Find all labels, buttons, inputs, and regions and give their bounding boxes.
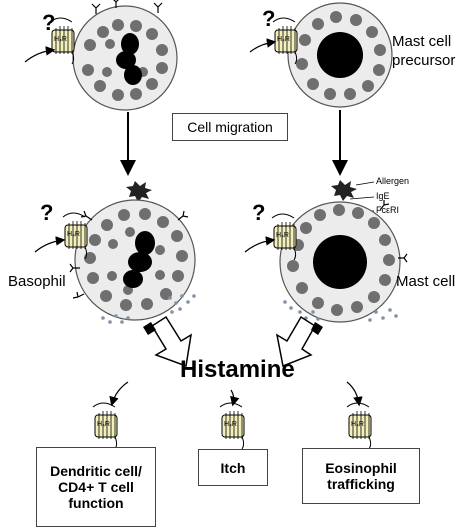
ige-pointer [349, 196, 375, 200]
question-mark: ? [252, 200, 266, 225]
question-arrow [244, 236, 276, 253]
h4r-label: H₄R [97, 421, 110, 428]
basophil-label: Basophil [8, 273, 66, 290]
h4r-receptor-icon [346, 402, 372, 450]
question-mark: ? [42, 10, 56, 35]
dendritic-cell-outcome-box: Dendritic cell/ CD4+ T cell function [36, 447, 156, 527]
question-arrow [24, 46, 56, 63]
cell-migration-label: Cell migration [172, 113, 288, 141]
question-arrow [34, 236, 66, 253]
histamine-arrow-right [346, 381, 363, 407]
h4r-label: H₄R [54, 36, 67, 43]
basophil-cell [69, 199, 196, 324]
mast-cell-label: Mast cell [396, 273, 456, 290]
itch-outcome-box: Itch [198, 449, 268, 486]
allergen-star-left [126, 181, 152, 202]
h4r-label: H₄R [351, 421, 364, 428]
block-arrow-right [275, 315, 323, 368]
h4r-label: H₄R [277, 36, 290, 43]
histamine-arrow-left [109, 381, 129, 407]
h4r-receptor-icon [219, 402, 245, 450]
allergen-pointer [355, 181, 375, 186]
question-mark: ? [40, 200, 54, 225]
histamine-arrow-middle [230, 389, 240, 407]
ige-label: IgE [376, 191, 390, 201]
h4r-label: H₄R [276, 232, 289, 239]
allergen-label: Allergen [376, 176, 410, 186]
h4r-receptor-icon [62, 212, 88, 260]
surface-receptors [91, 0, 163, 14]
question-mark: ? [262, 6, 276, 31]
histamine-title: Histamine [180, 356, 295, 383]
eosinophil-outcome-box: Eosinophil trafficking [302, 448, 420, 504]
basophil-precursor-cell [72, 0, 178, 111]
h4r-receptor-icon [49, 17, 75, 65]
granules [82, 19, 168, 101]
h4r-receptor-icon [272, 17, 298, 65]
allergen-star-right [331, 180, 357, 201]
h4r-label: H₄R [224, 421, 237, 428]
mast-cell-precursor-label: Mast cell precursor [392, 33, 456, 69]
mast-cell [279, 200, 408, 323]
h4r-label: H₄R [67, 231, 80, 238]
block-arrow-left [143, 315, 192, 368]
question-arrow [249, 38, 277, 53]
nucleus [116, 33, 142, 85]
nucleus [317, 32, 363, 78]
fceri-label: FcεRI [376, 205, 400, 215]
mast-cell-precursor [287, 2, 393, 108]
h4r-receptor-icon [92, 402, 118, 450]
